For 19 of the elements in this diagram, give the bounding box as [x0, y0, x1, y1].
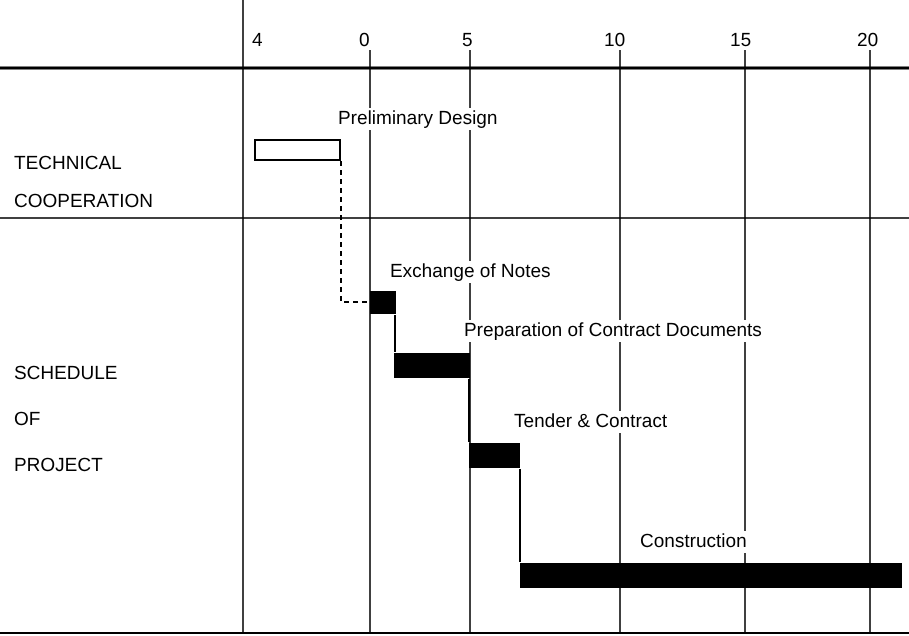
connector-line — [340, 161, 369, 303]
axis-tick-label: 0 — [358, 30, 371, 52]
outlined-task-bar — [254, 139, 341, 161]
task-bar — [469, 443, 520, 468]
task-label: Construction — [638, 531, 749, 553]
task-bar — [520, 563, 902, 588]
row-label: TECHNICAL COOPERATION — [13, 152, 154, 214]
connector-line — [468, 379, 470, 442]
axis-tick-label: 4 — [251, 30, 264, 52]
connector-line — [519, 469, 521, 562]
connector-line — [394, 315, 396, 352]
axis-tick-label: 15 — [729, 30, 752, 52]
row-label: SCHEDULE OF PROJECT — [13, 362, 118, 478]
task-bar — [394, 353, 470, 378]
task-bar — [370, 291, 396, 314]
axis-tick-label: 5 — [461, 30, 474, 52]
task-label: Tender & Contract — [512, 411, 670, 433]
axis-tick-label: 20 — [856, 30, 880, 52]
axis-tick-label: 10 — [603, 30, 626, 52]
